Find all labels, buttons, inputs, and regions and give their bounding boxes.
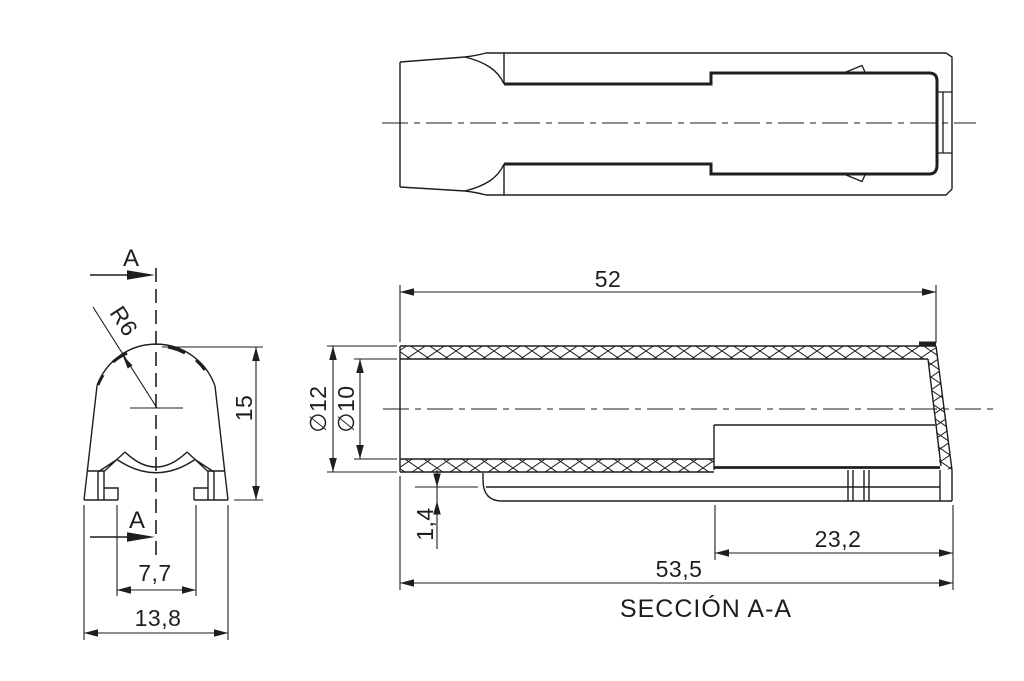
dim-52 [399, 285, 937, 343]
radius-arrowhead [122, 355, 133, 369]
dim-13-8 [83, 505, 229, 640]
section-tube-outline [399, 345, 936, 473]
dim-1-4 [415, 470, 478, 549]
section-title: SECCIÓN A-A [620, 594, 792, 623]
labels: A A R6 15 7,7 13,8 52 ∅12 ∅10 1,4 23,2 5… [105, 245, 862, 631]
inner-width-label: 7,7 [138, 560, 171, 586]
height-label: 15 [231, 395, 257, 422]
end-cap-edges [927, 345, 953, 471]
side-walls [83, 385, 229, 501]
section-view [327, 285, 998, 590]
tube-outline [486, 52, 953, 196]
cutting-letter-top: A [123, 245, 139, 272]
lip-thickness-label: 1,4 [412, 507, 438, 540]
end-internal-edges [937, 91, 952, 154]
inner-diameter-label: ∅10 [333, 385, 359, 432]
total-length-label: 53,5 [656, 556, 703, 582]
end-cap-hatch [928, 346, 952, 470]
outer-width-label: 13,8 [135, 605, 182, 631]
dim-15 [162, 346, 263, 501]
dim-53-5 [399, 476, 953, 590]
insert-length-label: 23,2 [815, 526, 862, 552]
front-view [83, 268, 263, 640]
latch-tab-section [919, 341, 936, 346]
bottom-wall-hatch [400, 459, 714, 472]
dim-23-2 [714, 505, 954, 590]
radius-leader [92, 306, 158, 409]
top-view [382, 52, 976, 196]
tube-length-label: 52 [595, 266, 622, 292]
dim-d10 [354, 358, 397, 460]
top-wall-hatch [400, 346, 936, 359]
latch-tab-bottom [845, 174, 866, 183]
cutting-letter-bottom: A [129, 507, 145, 534]
boot-outline [399, 52, 487, 196]
outer-diameter-label: ∅12 [305, 385, 331, 432]
right-foot [193, 470, 228, 501]
section-arrow-top-head [127, 270, 155, 280]
dim-d12 [327, 345, 397, 473]
latch-tab-top [845, 64, 866, 73]
funnel-lips [464, 53, 505, 195]
insert-visible-edges [504, 71, 939, 176]
bottom-lip [482, 470, 953, 502]
section-arrow-bottom-head [127, 532, 155, 542]
left-foot [84, 470, 119, 501]
insert-section-outline [713, 424, 935, 470]
dim-7-7 [116, 505, 197, 596]
